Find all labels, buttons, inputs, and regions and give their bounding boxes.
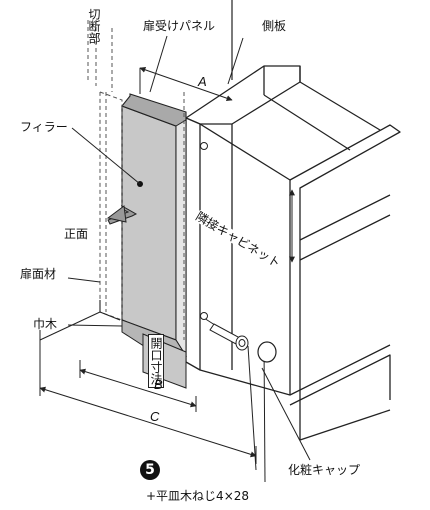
door-outline bbox=[99, 300, 121, 321]
cabinet-hole-top bbox=[200, 142, 208, 150]
side-panel-face bbox=[185, 117, 201, 371]
leader-lines bbox=[67, 35, 311, 483]
cabinet bbox=[185, 65, 401, 441]
adjacent-inner-2 bbox=[299, 214, 391, 261]
dim-label-c: C bbox=[150, 409, 160, 424]
dim-a-line bbox=[139, 66, 233, 102]
label-decorative-cap: 化粧キャップ bbox=[288, 463, 361, 477]
label-cut-section: 切断部 bbox=[87, 8, 101, 44]
cabinet-bottom-2 bbox=[289, 354, 391, 406]
screw bbox=[203, 317, 249, 351]
dim-c-line bbox=[39, 386, 257, 458]
floor-rail bbox=[299, 409, 391, 441]
cabinet-rail bbox=[289, 124, 401, 400]
filler-panel bbox=[121, 105, 177, 341]
cabinet-bottom bbox=[199, 344, 391, 396]
label-door-material: 扉面材 bbox=[20, 267, 57, 281]
label-filler: フィラー bbox=[20, 120, 68, 134]
step-number-badge: 5 bbox=[140, 460, 160, 480]
dim-label-a: A bbox=[198, 74, 207, 89]
label-skirting: 巾木 bbox=[33, 317, 58, 331]
cabinet-hole-bottom bbox=[200, 312, 208, 320]
label-side-panel: 側板 bbox=[262, 19, 287, 33]
label-front: 正面 bbox=[64, 227, 89, 241]
dashed-outlines bbox=[87, 20, 185, 340]
dim-label-b: B bbox=[154, 377, 163, 392]
adjacent-inner bbox=[299, 194, 391, 241]
front-arrow-head bbox=[106, 205, 127, 223]
label-opening-dimension: 開口寸法 bbox=[148, 334, 164, 388]
decorative-cap-shape bbox=[257, 341, 277, 363]
cabinet-rear-lines bbox=[231, 0, 381, 151]
label-door-receiver-panel: 扉受けパネル bbox=[143, 19, 216, 33]
label-screw-spec: +平皿木ねじ4×28 bbox=[146, 489, 250, 503]
